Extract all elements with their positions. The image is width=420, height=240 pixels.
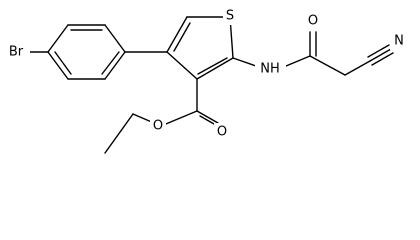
bond-ester-alkoxy-o xyxy=(160,110,198,127)
atom-o-ester-carbonyl: O xyxy=(217,125,227,140)
thiophene-c2-c3 xyxy=(196,57,234,80)
ring-bond-6-inner xyxy=(54,51,72,75)
thiophene-c3-c4 xyxy=(166,51,198,80)
triple-bond-1 xyxy=(369,48,392,62)
thiophene-c4-c5-inner xyxy=(173,22,191,52)
bond-ester-carbonyl-o xyxy=(196,110,219,124)
bond-nh-carbonyl xyxy=(285,55,311,67)
atom-o-amide: O xyxy=(308,14,318,29)
thiophene-ring xyxy=(166,16,234,80)
ring-bond-4-inner xyxy=(101,51,120,75)
chemical-structure-diagram: Br S NH O N O O xyxy=(2,7,408,154)
atom-o-ester-alkoxy: O xyxy=(153,119,163,134)
ring-bond-4 xyxy=(104,51,126,80)
bond-ch2-ch3 xyxy=(104,113,134,154)
bond-ch2-cn xyxy=(344,60,371,76)
atom-s: S xyxy=(226,9,234,24)
ring-bond-6 xyxy=(47,51,69,80)
ring-bond-3 xyxy=(104,24,126,53)
bond-c2-nh xyxy=(232,57,257,67)
bond-carbonyl-ch2 xyxy=(309,55,346,76)
triple-bond-2 xyxy=(367,44,390,58)
thiophene-c4-c5 xyxy=(166,16,188,53)
thiophene-c2-c3-inner xyxy=(197,57,228,75)
triple-bond-3 xyxy=(371,52,394,66)
atom-n-nitrile: N xyxy=(394,34,404,49)
atom-nh: NH xyxy=(260,62,280,77)
atom-br: Br xyxy=(9,45,24,60)
ring-bond-1 xyxy=(47,24,69,53)
bromophenyl-ring xyxy=(29,24,126,80)
ethyl-ester-chain xyxy=(104,78,222,154)
cyanoacetamide-chain xyxy=(232,31,394,76)
atom-labels: Br S NH O N O O xyxy=(2,7,408,141)
